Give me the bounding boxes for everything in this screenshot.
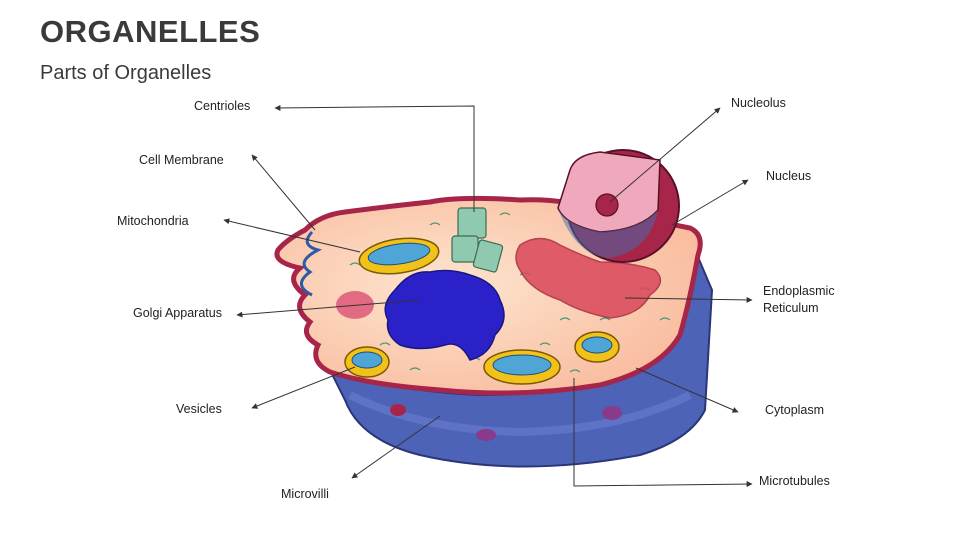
label-microvilli: Microvilli: [281, 487, 329, 501]
label-nucleolus: Nucleolus: [731, 96, 786, 110]
label-golgi-apparatus: Golgi Apparatus: [133, 306, 222, 320]
vesicle-left: [344, 346, 390, 378]
nucleolus: [595, 193, 619, 217]
vesicle-right: [574, 331, 620, 363]
page-title: ORGANELLES: [40, 14, 261, 49]
label-nucleus: Nucleus: [766, 169, 812, 183]
label-mitochondria: Mitochondria: [117, 214, 189, 228]
label-er-line1: Endoplasmic: [763, 284, 835, 298]
mitochondrion-1: [358, 237, 440, 275]
label-centrioles: Centrioles: [194, 99, 251, 113]
label-er-line2: Reticulum: [763, 301, 819, 315]
endoplasmic-reticulum: [515, 237, 662, 319]
label-cytoplasm: Cytoplasm: [765, 403, 825, 417]
mitochondrion-2: [483, 349, 561, 385]
label-microtubules: Microtubules: [759, 474, 830, 488]
golgi-apparatus: [384, 269, 505, 361]
label-cell-membrane: Cell Membrane: [139, 153, 224, 167]
page-subtitle: Parts of Organelles: [40, 62, 212, 84]
centrioles: [451, 207, 504, 273]
nucleus: [557, 149, 680, 263]
label-vesicles: Vesicles: [176, 402, 222, 416]
